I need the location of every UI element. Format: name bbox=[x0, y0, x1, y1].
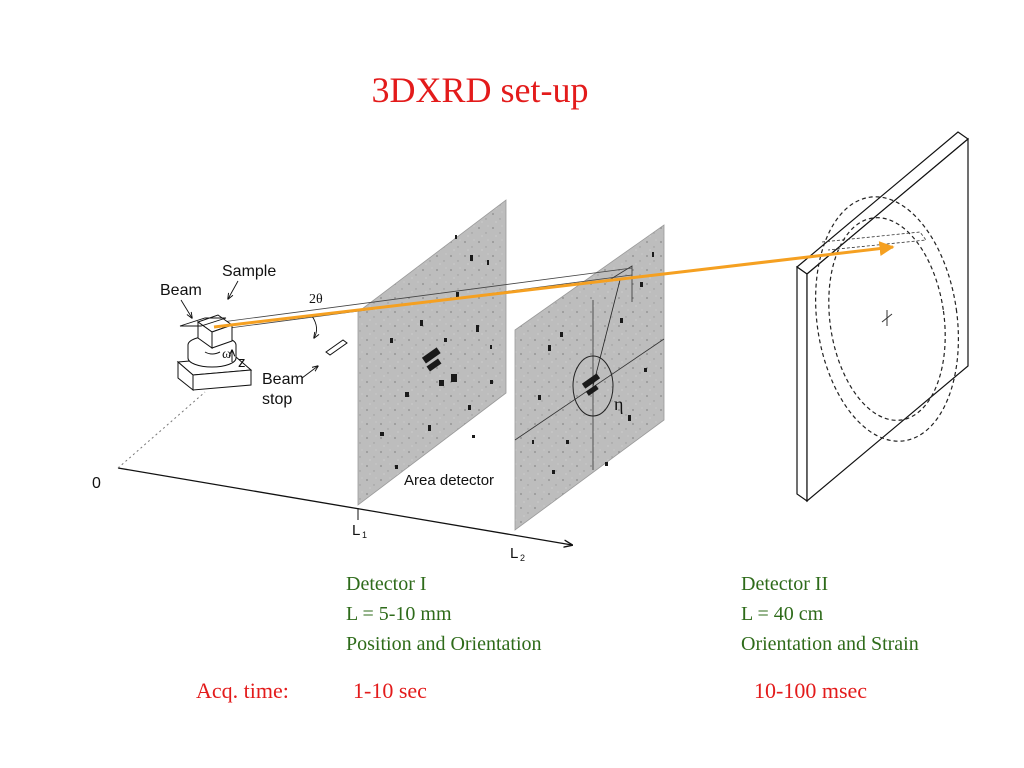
sample-stage: ω z bbox=[176, 314, 253, 392]
l2-label: L bbox=[510, 545, 518, 562]
acquisition-time-label: Acq. time: bbox=[196, 678, 289, 703]
outer-debye-ring bbox=[814, 196, 960, 442]
label-pointers bbox=[180, 280, 318, 379]
omega-label: ω bbox=[222, 347, 231, 362]
detector-1-diffraction-spots bbox=[380, 235, 493, 469]
sample-cube-front bbox=[211, 324, 233, 349]
detector-1-name: Detector I bbox=[346, 573, 427, 595]
ground-axes bbox=[117, 391, 572, 545]
stage-base-front bbox=[192, 369, 252, 391]
detector-2-caption: Detector II L = 40 cm Orientation and St… bbox=[741, 569, 919, 659]
beam-plane bbox=[179, 317, 227, 327]
acquisition-time-detector-2: 10-100 msec bbox=[754, 678, 868, 703]
detector-2-purpose: Orientation and Strain bbox=[741, 633, 919, 655]
detector-2-name: Detector II bbox=[741, 573, 829, 595]
sample-label: Sample bbox=[222, 263, 276, 280]
detector-1-purpose: Position and Orientation bbox=[346, 633, 542, 655]
origin-label: 0 bbox=[92, 475, 101, 492]
detector-2-spot-box bbox=[605, 265, 633, 302]
page-title: 3DXRD set-up bbox=[371, 70, 589, 110]
acquisition-time-detector-1: 1-10 sec bbox=[353, 678, 427, 703]
eta-ray bbox=[592, 279, 621, 387]
z-label: z bbox=[238, 354, 246, 371]
eta-label: η bbox=[614, 394, 623, 414]
detector-1-caption: Detector I L = 5-10 mm Position and Orie… bbox=[346, 569, 542, 659]
omega-arrow bbox=[204, 351, 221, 355]
l1-label: L bbox=[352, 522, 360, 539]
beam-stop-label-line1: Beam bbox=[262, 371, 304, 388]
area-detector-label: Area detector bbox=[404, 472, 494, 489]
two-theta-label: 2θ bbox=[309, 292, 323, 307]
detector-1-distance: L = 5-10 mm bbox=[346, 603, 452, 625]
inner-debye-ring bbox=[828, 217, 946, 421]
far-detector-projection bbox=[821, 231, 927, 251]
l-axis-line bbox=[117, 467, 572, 545]
detector-2-diffraction-spots bbox=[532, 252, 654, 474]
origin-dotted-line bbox=[117, 391, 206, 469]
eta-ring bbox=[572, 355, 614, 417]
incident-beam-arrow bbox=[213, 241, 895, 329]
beam-stop bbox=[325, 339, 348, 356]
far-detector-side-edge bbox=[796, 265, 808, 503]
l1-subscript: 1 bbox=[362, 530, 367, 540]
beam-stop-label-line2: stop bbox=[262, 391, 292, 408]
l2-subscript: 2 bbox=[520, 553, 525, 563]
rotation-stage-side bbox=[187, 345, 237, 368]
beam-label: Beam bbox=[160, 282, 202, 299]
detector-2-panel: η bbox=[514, 224, 665, 531]
far-detector-panel bbox=[796, 131, 969, 503]
detector-1-panel: Area detector bbox=[357, 199, 507, 506]
detector-2-distance: L = 40 cm bbox=[741, 603, 824, 625]
beam-center-cross bbox=[881, 310, 893, 326]
